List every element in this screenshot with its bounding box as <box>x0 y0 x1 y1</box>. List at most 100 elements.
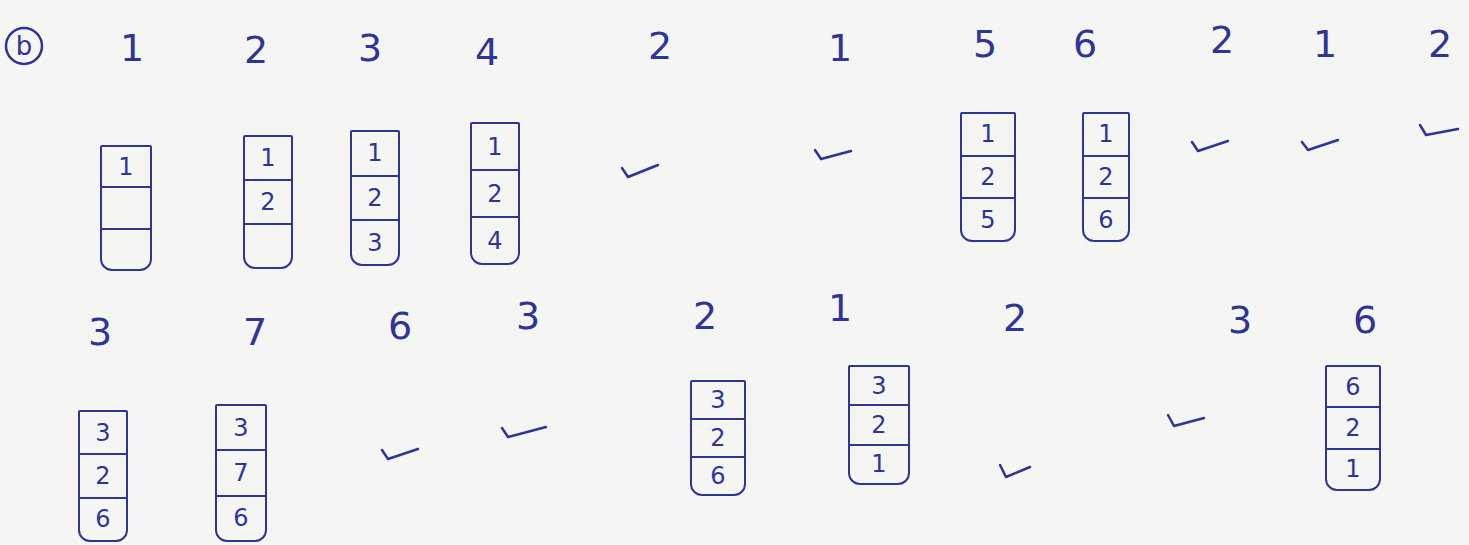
frame-slot: 7 <box>217 449 265 494</box>
page-number: 3 <box>871 374 886 398</box>
frame-slot: 2 <box>962 155 1014 198</box>
frame-slot: 2 <box>850 404 908 443</box>
page-frame: 1 2 5 <box>960 112 1016 242</box>
reference-number: 6 <box>1073 25 1097 63</box>
page-number: 1 <box>1098 122 1113 146</box>
page-number: 2 <box>980 165 995 189</box>
page-number: 6 <box>710 464 725 488</box>
frame-slot: 6 <box>1327 367 1379 406</box>
frame-slot: 1 <box>1327 448 1379 489</box>
frame-slot: 6 <box>80 497 126 540</box>
frame-slot: 3 <box>692 382 744 418</box>
frame-slot: 2 <box>692 418 744 456</box>
page-number: 1 <box>367 141 382 165</box>
reference-number: 3 <box>358 29 382 67</box>
page-frame: 3 7 6 <box>215 404 267 542</box>
check-mark <box>1420 125 1458 135</box>
frame-slot: 1 <box>102 147 150 186</box>
frame-slot: 6 <box>1084 197 1128 240</box>
page-number: 2 <box>487 182 502 206</box>
reference-number: 6 <box>388 307 412 345</box>
frame-slot: 6 <box>217 495 265 540</box>
reference-number: 2 <box>1003 299 1027 337</box>
page-number: 2 <box>95 464 110 488</box>
check-mark <box>1000 465 1030 477</box>
page-frame: 12 <box>243 135 293 269</box>
page-number: 7 <box>233 461 248 485</box>
page-number: 2 <box>367 186 382 210</box>
frame-slot: 3 <box>850 367 908 404</box>
check-mark <box>502 427 546 437</box>
reference-number: 2 <box>1428 25 1452 63</box>
label-circle <box>6 28 42 64</box>
page-number: 2 <box>710 426 725 450</box>
page-frame: 6 2 1 <box>1325 365 1381 491</box>
reference-number: 2 <box>648 27 672 65</box>
page-number: 1 <box>871 452 886 476</box>
check-mark <box>622 165 658 177</box>
frame-slot: 1 <box>352 132 398 175</box>
frame-slot: 6 <box>692 456 744 494</box>
reference-number: 3 <box>88 313 112 351</box>
page-frame: 1 2 4 <box>470 122 520 265</box>
page-number: 4 <box>487 229 502 253</box>
page-number: 3 <box>710 388 725 412</box>
page-number: 2 <box>871 413 886 437</box>
page-frame: 1 2 3 <box>350 130 400 266</box>
reference-number: 4 <box>475 33 499 71</box>
frame-slot <box>245 223 291 267</box>
check-mark <box>1192 141 1228 151</box>
frame-slot: 1 <box>850 444 908 483</box>
page-frame: 3 2 6 <box>78 410 128 542</box>
page-number: 6 <box>233 506 248 530</box>
frame-slot: 2 <box>245 179 291 223</box>
page-number: 2 <box>1098 165 1113 189</box>
frame-slot: 4 <box>472 216 518 263</box>
page-number: 2 <box>1345 416 1360 440</box>
part-label: b <box>16 33 33 59</box>
frame-slot: 2 <box>80 453 126 496</box>
page-number: 1 <box>487 135 502 159</box>
check-mark <box>815 150 851 159</box>
page-number: 2 <box>260 190 275 214</box>
reference-number: 1 <box>828 289 852 327</box>
page-number: 3 <box>95 421 110 445</box>
frame-slot: 5 <box>962 197 1014 240</box>
page-number: 1 <box>1345 457 1360 481</box>
page-frame: 3 2 1 <box>848 365 910 485</box>
page-number: 1 <box>118 155 133 179</box>
reference-number: 3 <box>1228 301 1252 339</box>
reference-number: 2 <box>693 297 717 335</box>
page-number: 3 <box>233 416 248 440</box>
frame-slot: 1 <box>245 137 291 179</box>
reference-number: 3 <box>516 297 540 335</box>
frame-slot: 2 <box>352 175 398 220</box>
frame-slot: 2 <box>1327 406 1379 447</box>
check-mark <box>1168 415 1204 426</box>
page-number: 6 <box>95 507 110 531</box>
reference-number: 6 <box>1353 301 1377 339</box>
frame-slot: 2 <box>472 169 518 216</box>
reference-number: 2 <box>244 31 268 69</box>
page-number: 1 <box>260 146 275 170</box>
reference-number: 1 <box>828 29 852 67</box>
reference-number: 7 <box>243 313 267 351</box>
frame-slot: 3 <box>217 406 265 449</box>
frame-slot: 3 <box>80 412 126 453</box>
frame-slot <box>102 186 150 227</box>
frame-slot <box>102 228 150 269</box>
page-frame: 3 2 6 <box>690 380 746 496</box>
page-frame: 1 <box>100 145 152 271</box>
check-mark <box>1302 140 1338 150</box>
frame-slot: 1 <box>962 114 1014 155</box>
page-frame: 1 2 6 <box>1082 112 1130 242</box>
page-number: 6 <box>1345 375 1360 399</box>
page-number: 6 <box>1098 208 1113 232</box>
reference-number: 2 <box>1210 21 1234 59</box>
page-number: 3 <box>367 231 382 255</box>
reference-number: 1 <box>1313 25 1337 63</box>
frame-slot: 2 <box>1084 155 1128 198</box>
frame-slot: 3 <box>352 219 398 264</box>
